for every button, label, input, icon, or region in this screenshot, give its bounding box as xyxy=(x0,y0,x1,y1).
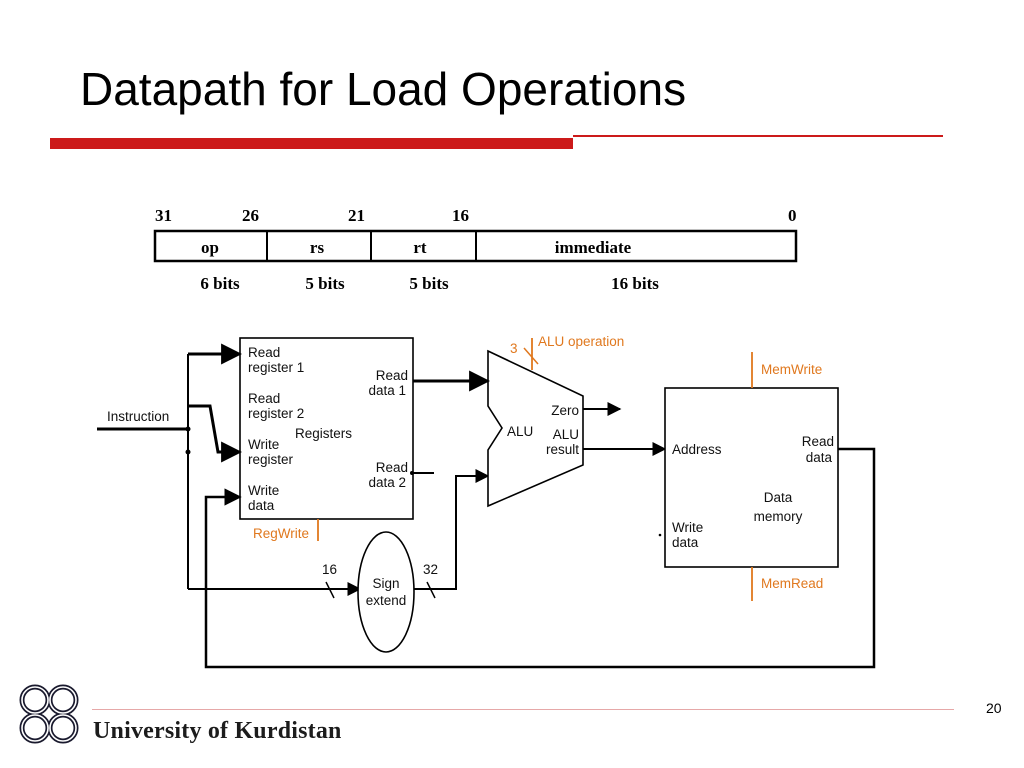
data-memory: Address Write data Read data Data memory xyxy=(658,387,839,568)
field-immediate: immediate xyxy=(555,238,632,257)
bus-width-slash xyxy=(325,581,335,599)
read-data-1-label: Read xyxy=(376,368,408,383)
alu-result-label: result xyxy=(546,442,579,457)
field-immediate-width: 16 bits xyxy=(611,274,659,293)
sign-extend-input-width: 16 xyxy=(322,562,337,577)
read-register-1-label: register 1 xyxy=(248,360,304,375)
write-data-label: data xyxy=(248,498,275,513)
memory-read-data-label: Read xyxy=(802,434,834,449)
junction-dot xyxy=(185,449,191,455)
sign-extend: Sign extend 16 32 xyxy=(322,469,490,653)
registers-label: Registers xyxy=(295,426,352,441)
bit-position-31: 31 xyxy=(155,206,172,225)
junction-dot xyxy=(658,533,662,537)
field-rt-width: 5 bits xyxy=(409,274,449,293)
read-register-2-label: Read xyxy=(248,391,280,406)
footer-rule xyxy=(92,709,954,710)
memory-write-data-label: data xyxy=(672,535,699,550)
sign-extend-output-width: 32 xyxy=(423,562,438,577)
data-memory-label: Data xyxy=(764,490,793,505)
alu-zero-label: Zero xyxy=(551,403,579,418)
write-data-label: Write xyxy=(248,483,279,498)
memwrite-label: MemWrite xyxy=(761,362,822,377)
read-register-1-label: Read xyxy=(248,345,280,360)
memory-write-data-label: Write xyxy=(672,520,703,535)
read-data-1-label: data 1 xyxy=(368,383,406,398)
sign-extend-label: Sign xyxy=(372,576,399,591)
bus-width-slash xyxy=(523,347,539,365)
field-rs: rs xyxy=(310,238,325,257)
sign-extend-label: extend xyxy=(366,593,407,608)
instruction-wiring: Instruction xyxy=(97,343,362,596)
alu-label: ALU xyxy=(507,424,533,439)
bit-position-26: 26 xyxy=(242,206,259,225)
data-memory-label: memory xyxy=(754,509,803,524)
field-op: op xyxy=(201,238,219,257)
address-label: Address xyxy=(672,442,722,457)
title-underline-thick xyxy=(50,138,573,149)
bit-position-0: 0 xyxy=(788,206,797,225)
sign-extend-unit xyxy=(357,531,415,653)
write-register-label: register xyxy=(248,452,294,467)
alu: ALU Zero ALU result xyxy=(413,349,667,508)
junction-dot xyxy=(185,426,191,432)
institution-name: University of Kurdistan xyxy=(93,718,342,744)
page-number: 20 xyxy=(986,700,1002,716)
write-register-wire xyxy=(188,404,243,463)
bit-position-21: 21 xyxy=(348,206,365,225)
writeback-wire xyxy=(204,447,876,669)
slide-title: Datapath for Load Operations xyxy=(80,63,687,115)
alu-unit xyxy=(487,349,584,508)
datapath-diagram: 31 26 21 16 0 op rs rt immediate 6 bits … xyxy=(97,206,876,669)
field-rt: rt xyxy=(413,238,427,257)
read-data-2-label: data 2 xyxy=(368,475,406,490)
alu-operation-width: 3 xyxy=(510,341,518,356)
memread-label: MemRead xyxy=(761,576,823,591)
instruction-format: 31 26 21 16 0 op rs rt immediate 6 bits … xyxy=(153,206,798,293)
field-rs-width: 5 bits xyxy=(305,274,345,293)
memory-read-data-label: data xyxy=(806,450,833,465)
regwrite-label: RegWrite xyxy=(253,526,309,541)
instruction-label: Instruction xyxy=(107,409,169,424)
junction-dot xyxy=(410,471,414,475)
field-op-width: 6 bits xyxy=(200,274,240,293)
register-file: Read register 1 Read register 2 Write re… xyxy=(239,337,414,520)
read-register-2-label: register 2 xyxy=(248,406,304,421)
sign-extend-output-wire xyxy=(414,469,490,590)
university-logo xyxy=(19,684,79,744)
write-register-label: Write xyxy=(248,437,279,452)
title-underline-thin xyxy=(573,135,943,137)
bit-position-16: 16 xyxy=(452,206,469,225)
read-data-2-label: Read xyxy=(376,460,408,475)
register-file-box xyxy=(239,337,414,520)
alu-operation-label: ALU operation xyxy=(538,334,624,349)
alu-result-label: ALU xyxy=(553,427,579,442)
